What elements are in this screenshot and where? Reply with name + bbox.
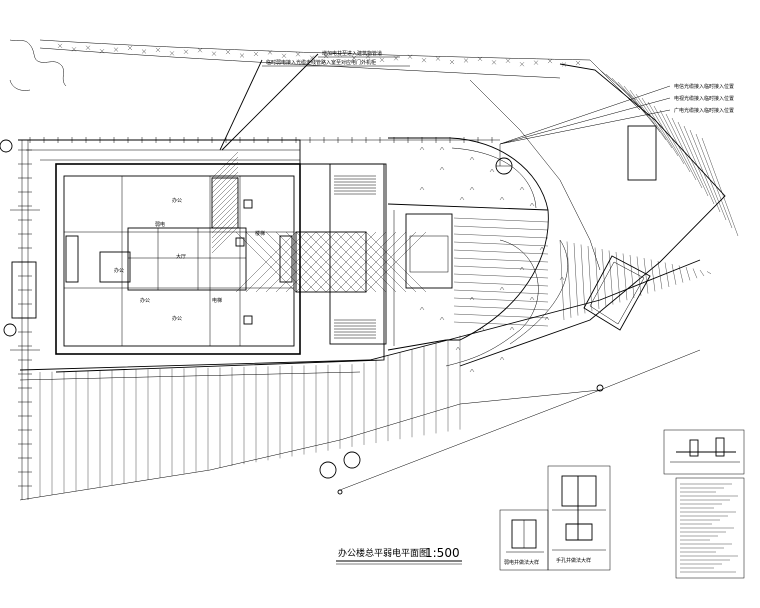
right-note-3: 广电光缆接入临时接入位置	[674, 107, 734, 114]
manhole-symbols	[0, 139, 604, 495]
drawing-title-block: 办公楼总平弱电平面图 1:500	[336, 546, 462, 565]
room-label-8: 弱电	[155, 221, 165, 228]
top-left-boundary	[9, 39, 67, 91]
parking-diamond	[583, 255, 651, 331]
drawing-title: 办公楼总平弱电平面图	[338, 547, 428, 559]
top-note-2: 临时弱电接入光缆走线管路入室至对应电门外机柜	[266, 59, 376, 66]
room-label-2: 楼梯	[255, 230, 265, 237]
right-road	[459, 63, 739, 367]
room-label-4: 大厅	[176, 253, 186, 260]
detail-a-caption: 弱电井做法大样	[504, 559, 539, 566]
right-building-block	[627, 125, 657, 181]
central-walkway	[387, 203, 549, 351]
room-label-5: 办公	[140, 297, 150, 304]
main-building: 办公 楼梯 办公 大厅 办公 电梯 办公 弱电	[55, 151, 301, 355]
right-note-1: 电信光缆接入临时接入位置	[674, 83, 734, 90]
building-outline	[18, 139, 385, 373]
top-note-1: 增加电井至进入建筑物管道	[322, 50, 382, 57]
room-label-7: 办公	[172, 315, 182, 322]
room-label-1: 办公	[172, 197, 182, 204]
cable-routes	[219, 53, 671, 491]
room-label-6: 电梯	[212, 297, 222, 304]
room-label-3: 办公	[114, 267, 124, 274]
detail-b-caption: 手孔井做法大样	[556, 557, 591, 564]
landscape-beds	[388, 137, 568, 373]
detail-sheet-a: 弱电井做法大样	[499, 509, 549, 571]
drawing-scale: 1:500	[425, 546, 460, 560]
entrance-plaza	[235, 163, 427, 345]
right-note-2: 电视光缆接入临时接入位置	[674, 95, 734, 102]
detail-sheet-b: 手孔井做法大样	[547, 465, 611, 571]
detail-sheet-c	[663, 429, 745, 475]
notes-block	[675, 477, 745, 579]
left-axis	[10, 140, 40, 500]
top-dimension-line	[22, 137, 500, 143]
